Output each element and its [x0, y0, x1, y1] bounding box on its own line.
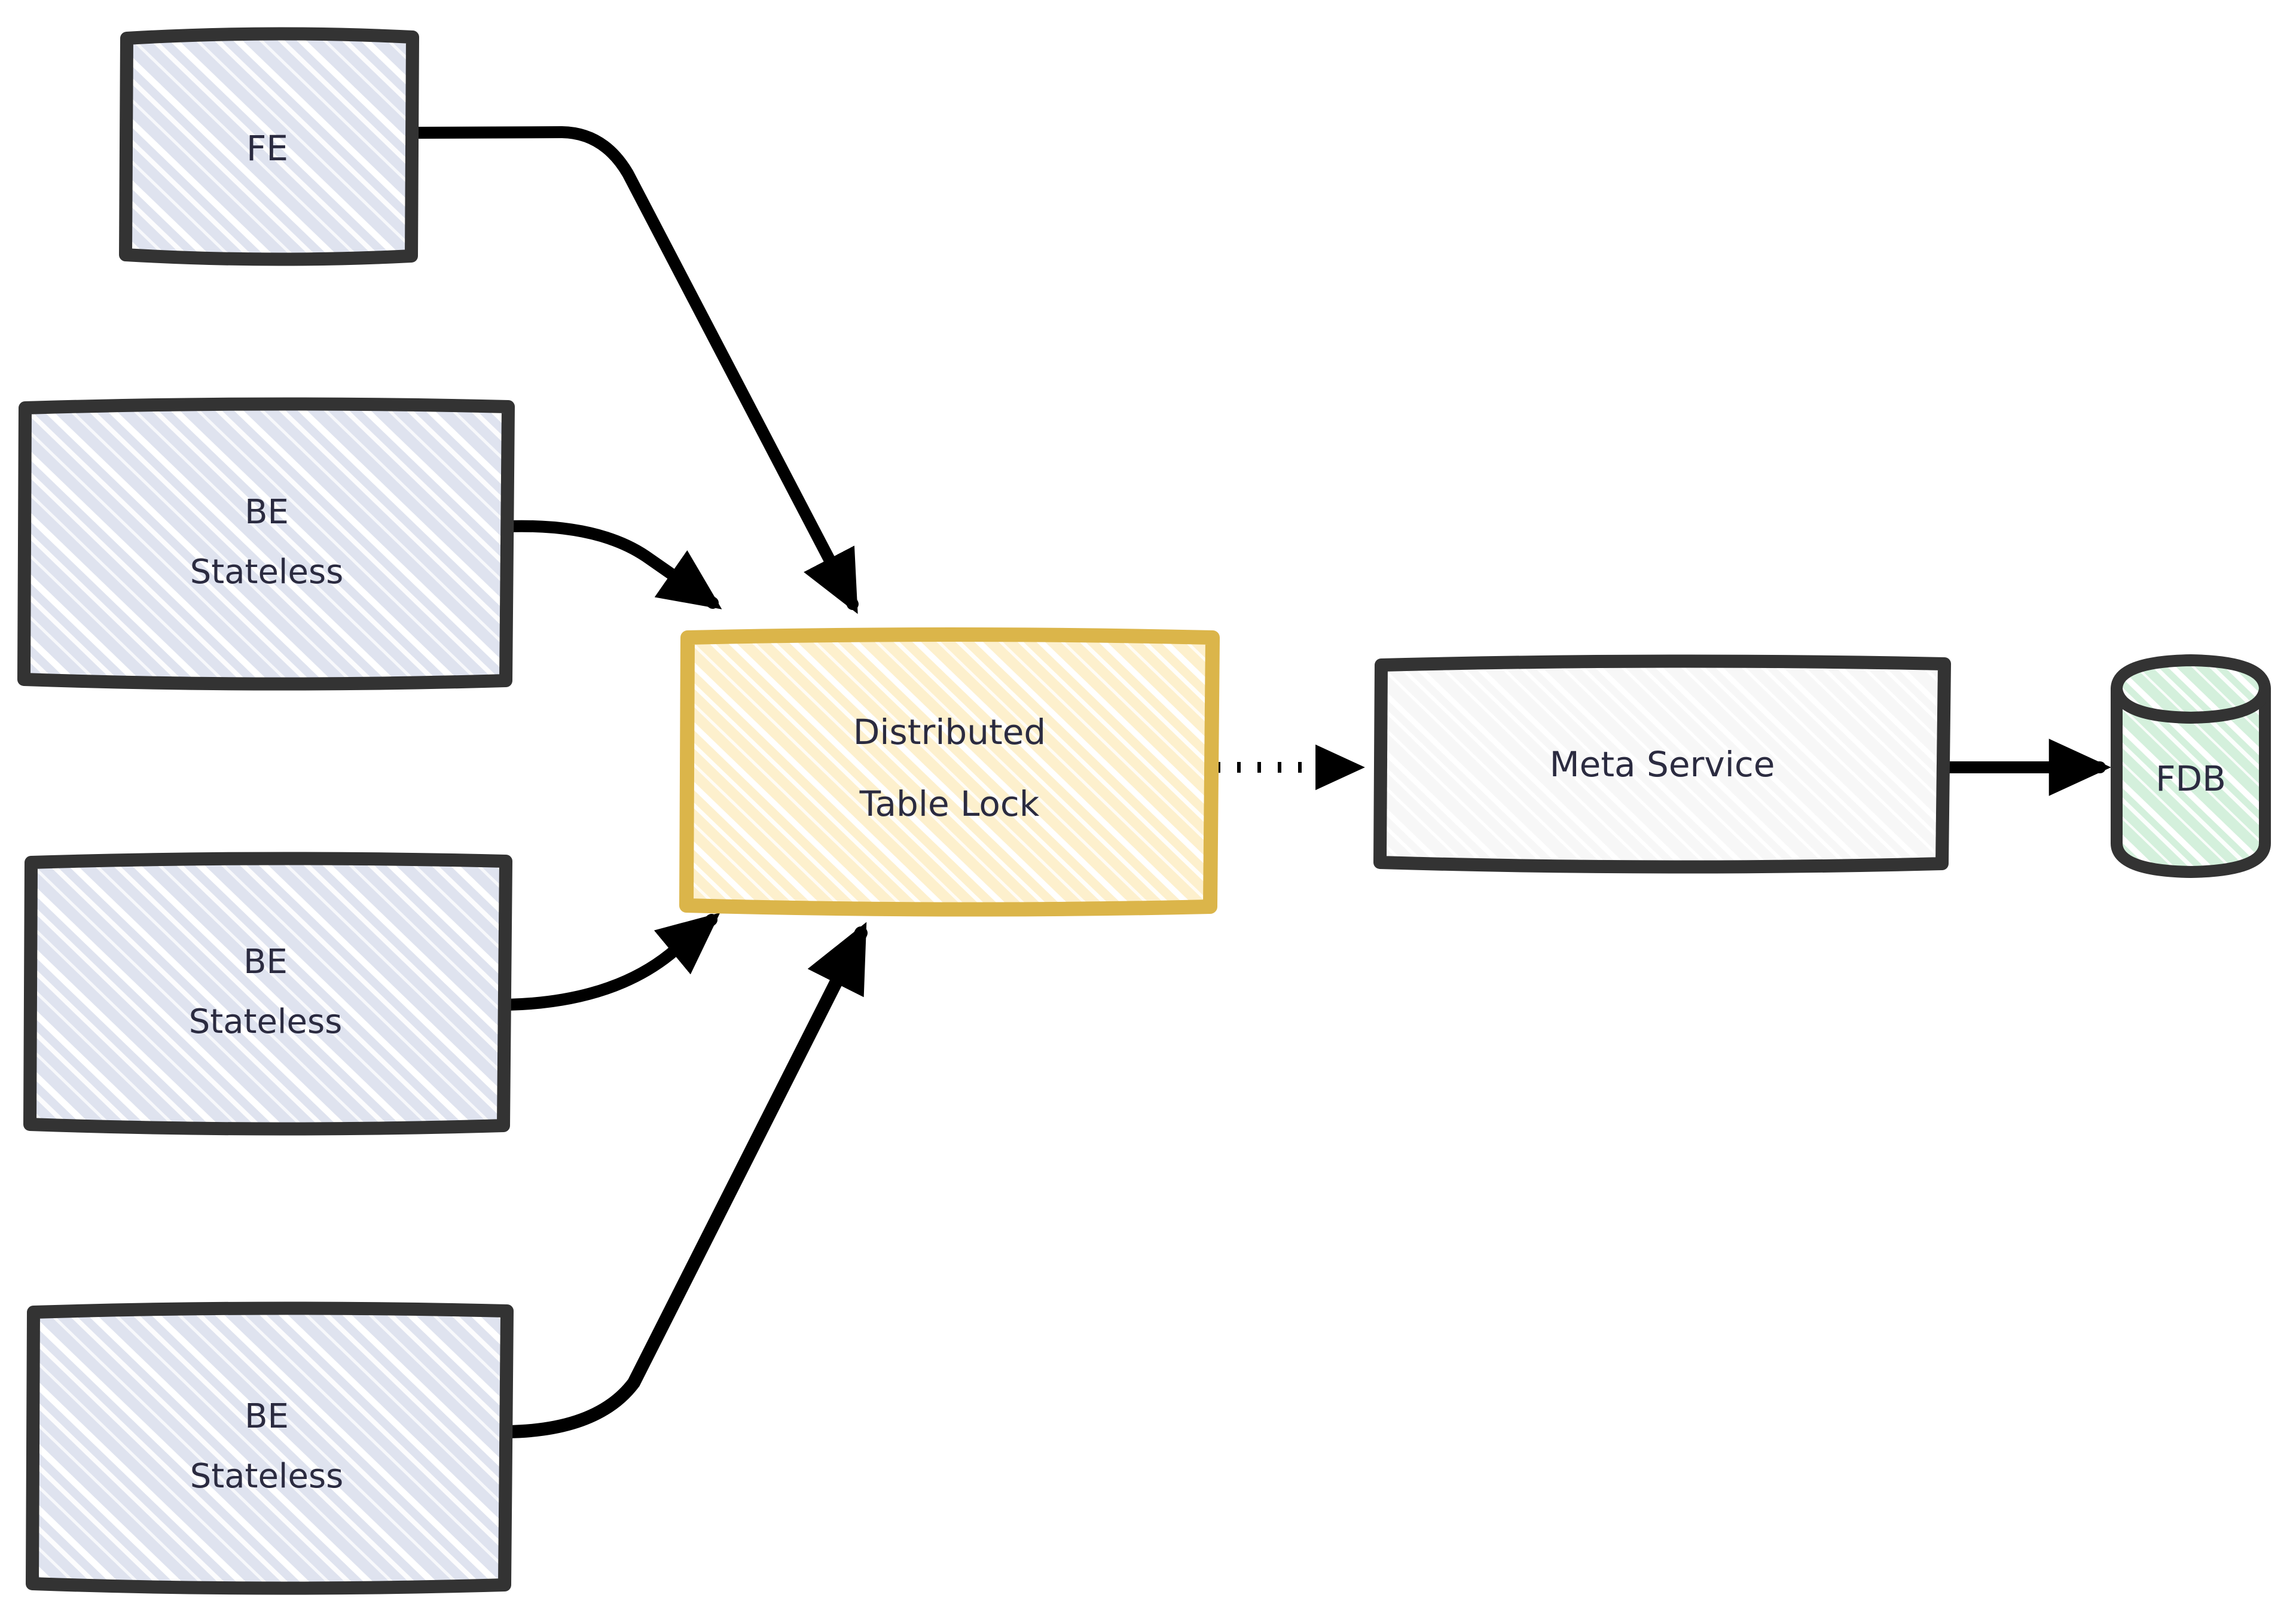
- node-be1-border: [17, 397, 515, 691]
- node-lock-label-line2: Table Lock: [859, 783, 1040, 824]
- edge-fe-to-lock: [407, 126, 859, 614]
- node-fdb-border: [2111, 654, 2271, 878]
- node-meta-label: Meta Service: [1550, 744, 1775, 785]
- node-fe[interactable]: FE: [119, 27, 419, 266]
- edge-be3-to-lock: [500, 922, 868, 1438]
- node-be3-border: [26, 1301, 514, 1595]
- node-be2-fill: [35, 865, 503, 1123]
- node-fe-fill: [129, 39, 407, 254]
- node-meta-service[interactable]: Meta Service: [1373, 654, 1951, 874]
- node-be1-label-line2: Stateless: [190, 553, 344, 591]
- node-be-stateless-1[interactable]: BE Stateless: [17, 397, 515, 691]
- node-fdb-top-ellipse: [2111, 683, 2271, 724]
- node-meta-fill: [1385, 667, 1940, 861]
- node-be2-label-line2: Stateless: [189, 1002, 343, 1041]
- node-lock-label-line1: Distributed: [853, 712, 1046, 752]
- node-be3-label-line2: Stateless: [190, 1457, 344, 1496]
- edge-be2-to-lock: [501, 913, 720, 1011]
- node-fdb[interactable]: FDB: [2111, 654, 2271, 878]
- node-be3-fill: [37, 1315, 505, 1582]
- node-be-stateless-3[interactable]: BE Stateless: [26, 1301, 514, 1595]
- node-lock-border: [679, 627, 1220, 917]
- node-fe-label: FE: [246, 128, 288, 169]
- node-fdb-label: FDB: [2155, 758, 2226, 799]
- edge-be1-to-lock: [503, 520, 722, 609]
- node-be1-label-line1: BE: [245, 493, 289, 532]
- node-fe-border: [119, 27, 419, 266]
- node-be-stateless-2[interactable]: BE Stateless: [23, 852, 512, 1136]
- node-meta-border: [1373, 654, 1951, 874]
- node-distributed-table-lock[interactable]: Distributed Table Lock: [679, 627, 1220, 917]
- node-be2-border: [23, 852, 512, 1136]
- node-lock-fill: [691, 640, 1209, 904]
- node-be2-label-line1: BE: [243, 943, 288, 981]
- node-be1-fill: [29, 410, 505, 678]
- node-be3-label-line1: BE: [245, 1397, 289, 1436]
